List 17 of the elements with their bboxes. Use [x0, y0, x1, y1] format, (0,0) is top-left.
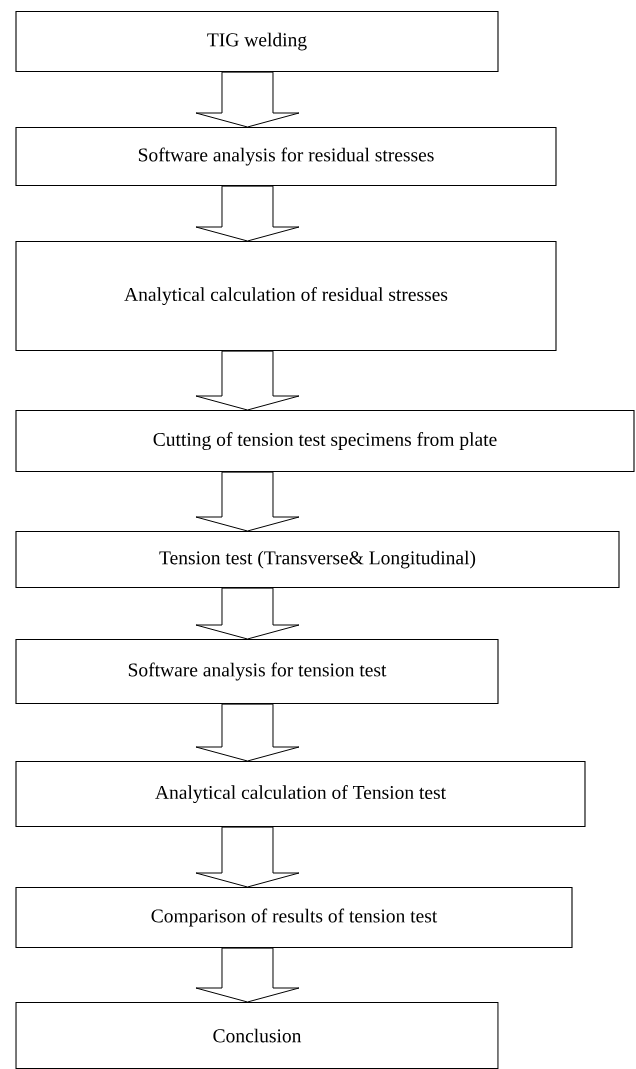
- block-arrow: [195, 826, 300, 888]
- process-box: Tension test (Transverse& Longitudinal): [15, 531, 620, 589]
- process-box: TIG welding: [15, 11, 499, 73]
- block-arrow: [195, 350, 300, 411]
- block-arrow: [195, 703, 300, 762]
- process-box: Analytical calculation of Tension test: [15, 761, 586, 828]
- block-arrow: [195, 71, 300, 128]
- block-arrow: [195, 587, 300, 640]
- process-box: Comparison of results of tension test: [15, 887, 573, 949]
- process-box: Software analysis for tension test: [15, 639, 499, 705]
- block-arrow: [195, 947, 300, 1003]
- process-box: Analytical calculation of residual stresses: [15, 241, 557, 352]
- block-arrow: [195, 185, 300, 242]
- process-box: Software analysis for residual stresses: [15, 127, 557, 187]
- process-box: Conclusion: [15, 1002, 499, 1069]
- block-arrow: [195, 471, 300, 532]
- process-box: Cutting of tension test specimens from plate: [15, 410, 635, 473]
